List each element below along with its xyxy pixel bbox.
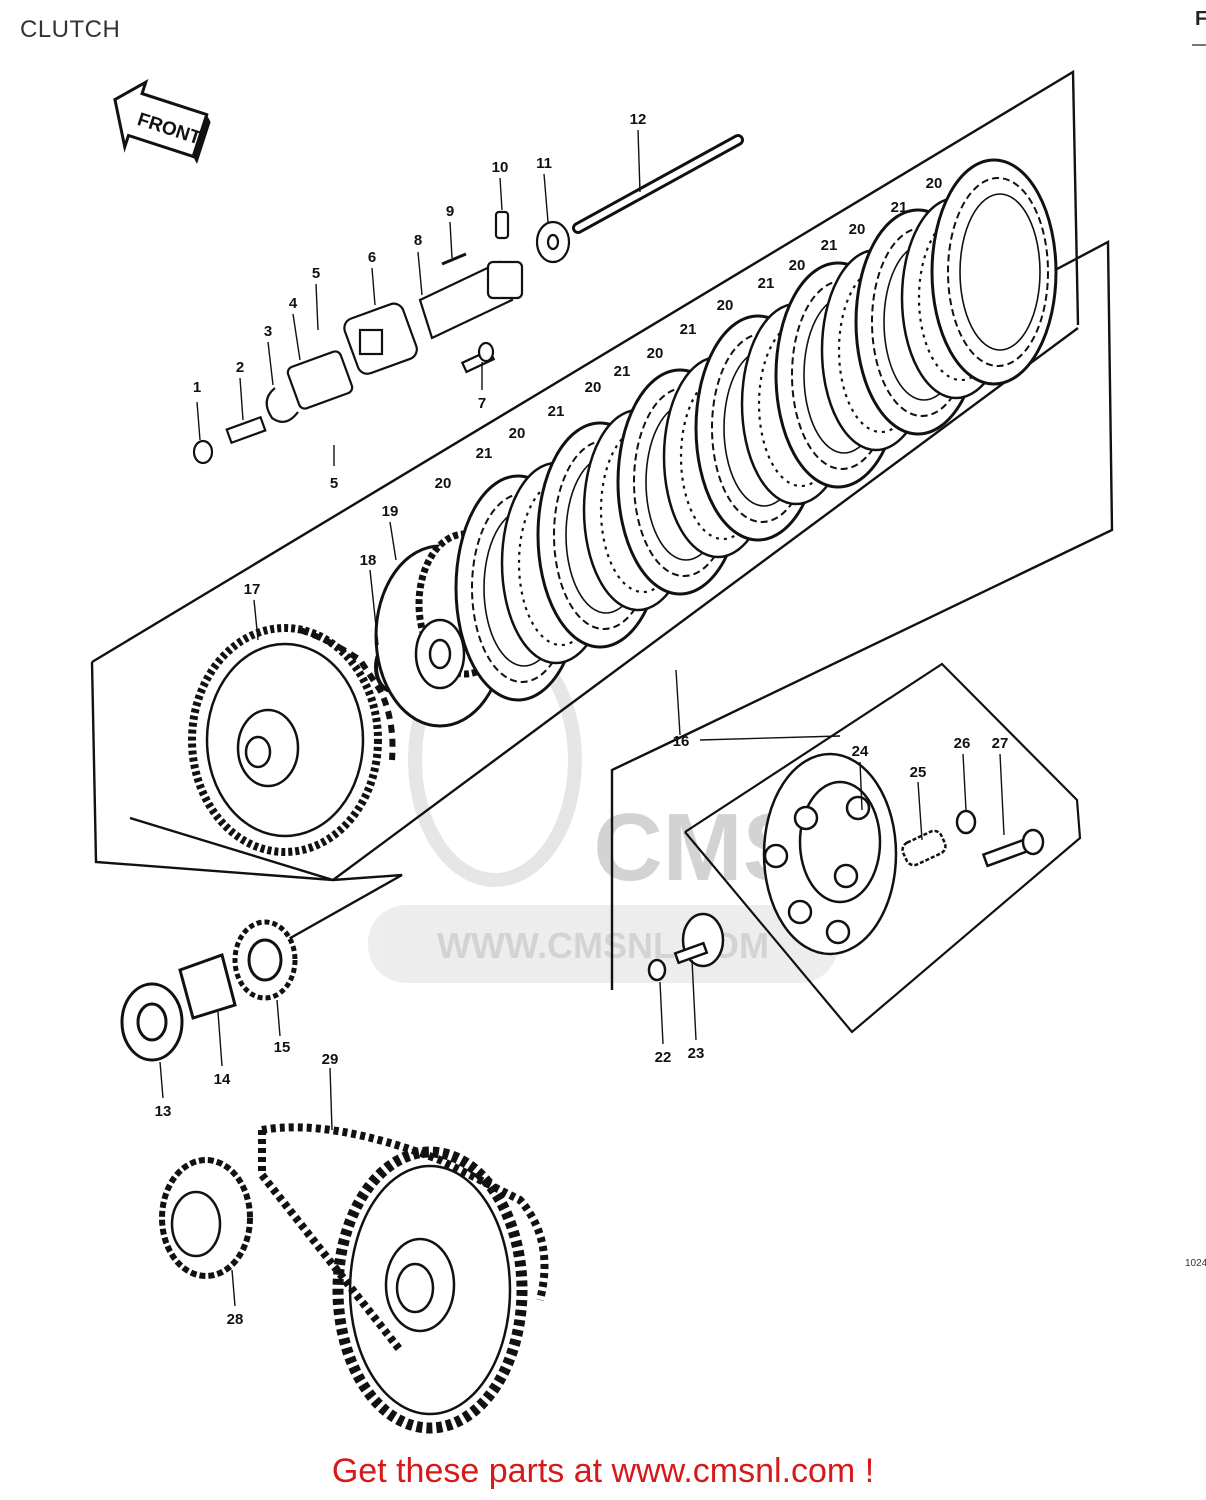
- callout-25: 25: [910, 764, 927, 781]
- callout-12: 12: [630, 111, 647, 128]
- callout-24: 24: [852, 743, 869, 760]
- callout-11: 11: [536, 155, 552, 172]
- exploded-clutch-diagram: WWW.CMSNL.COM CMS FRONT: [90, 69, 1114, 1434]
- callout-18: 18: [360, 552, 377, 569]
- callout-21-d: 21: [680, 321, 697, 338]
- callout-23: 23: [688, 1045, 705, 1062]
- callout-20-h: 20: [926, 175, 943, 192]
- callout-10: 10: [492, 159, 509, 176]
- callout-21-e: 21: [758, 275, 775, 292]
- callout-2: 2: [236, 359, 244, 376]
- callout-15: 15: [274, 1039, 291, 1056]
- front-arrow-icon: FRONT: [113, 79, 211, 165]
- callout-29: 29: [322, 1051, 339, 1068]
- callout-20-a: 20: [435, 475, 452, 492]
- corner-letter: F: [1195, 8, 1206, 30]
- bearing-parts: [120, 919, 298, 1062]
- callout-20-c: 20: [585, 379, 602, 396]
- callout-28: 28: [227, 1311, 244, 1328]
- callout-7: 7: [478, 395, 486, 412]
- callout-27: 27: [992, 735, 1009, 752]
- callout-labels: 1 2 3 4 5 5 6 7 8 9 10 11 12 13 14 15 16…: [155, 111, 1009, 1328]
- callout-6: 6: [368, 249, 376, 266]
- callout-13: 13: [155, 1103, 172, 1120]
- callout-21-f: 21: [821, 237, 838, 254]
- callout-16: 16: [673, 733, 690, 750]
- callout-20-e: 20: [717, 297, 734, 314]
- callout-4: 4: [289, 295, 298, 312]
- pressure-plate-parts: [647, 752, 1045, 982]
- callout-22: 22: [655, 1049, 672, 1066]
- small-parts: [192, 210, 571, 465]
- callout-19: 19: [382, 503, 399, 520]
- callout-21-a: 21: [476, 445, 493, 462]
- cta-banner[interactable]: Get these parts at www.cmsnl.com !: [331, 1452, 875, 1490]
- primary-chain-drive: [159, 1123, 549, 1434]
- callout-8: 8: [414, 232, 422, 249]
- callout-3: 3: [264, 323, 272, 340]
- clutch-housing-gear: [188, 624, 396, 856]
- callout-20-b: 20: [509, 425, 526, 442]
- callout-21-c: 21: [614, 363, 631, 380]
- callout-21-b: 21: [548, 403, 565, 420]
- callout-14: 14: [214, 1071, 231, 1088]
- callout-20-f: 20: [789, 257, 806, 274]
- side-code: 1024: [1185, 1258, 1206, 1269]
- callout-26: 26: [954, 735, 971, 752]
- assembly-outline: [90, 69, 1114, 990]
- pressure-plate-outline: [684, 662, 1082, 1034]
- callout-17: 17: [244, 581, 261, 598]
- callout-20-g: 20: [849, 221, 866, 238]
- callout-1: 1: [193, 379, 201, 396]
- callout-5-top: 5: [312, 265, 320, 282]
- callout-5-bottom: 5: [330, 475, 338, 492]
- callout-21-g: 21: [891, 199, 908, 216]
- page-title: CLUTCH: [20, 16, 121, 43]
- corner-rule: [1192, 44, 1206, 46]
- leader-lines: [159, 129, 1005, 1307]
- callout-9: 9: [446, 203, 454, 220]
- callout-20-d: 20: [647, 345, 664, 362]
